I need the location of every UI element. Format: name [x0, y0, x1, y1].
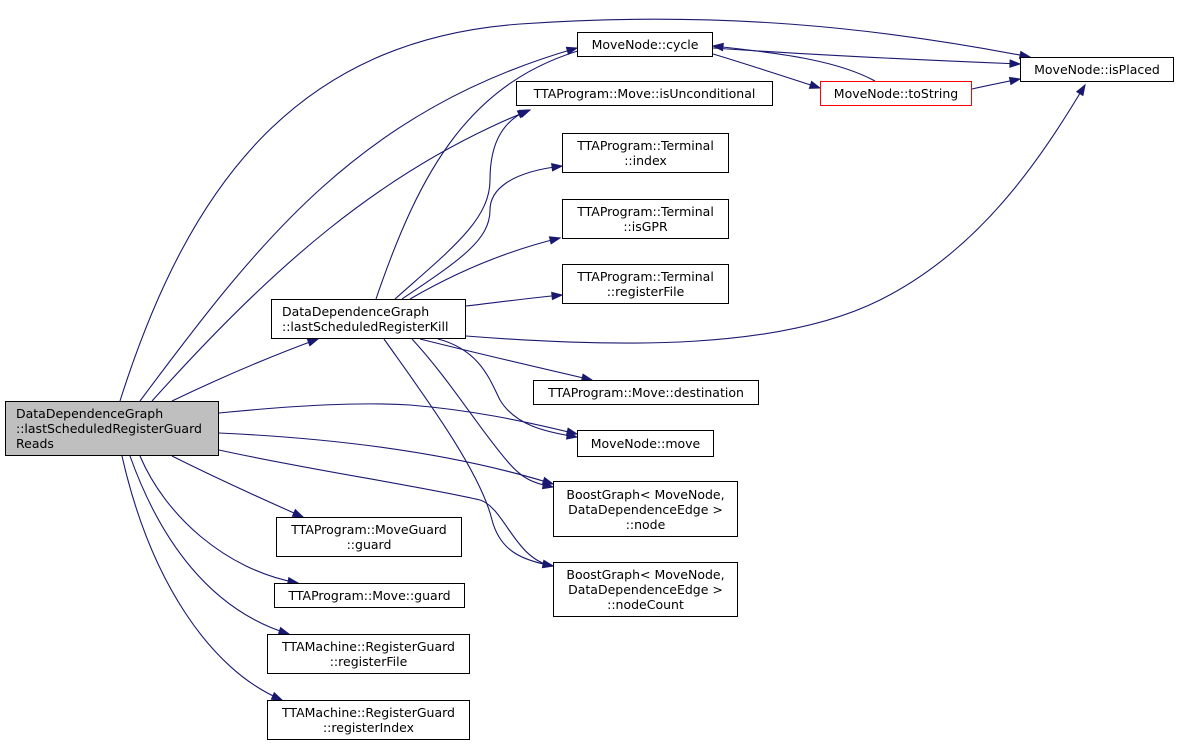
- edge-root-to-bgNode: [218, 432, 554, 485]
- arrowhead-lastKill-to-termIsGPR: [548, 236, 562, 245]
- edge-root-to-bgNodeCount: [218, 449, 554, 567]
- edge-lastKill-to-isPlaced: [465, 84, 1086, 344]
- node-boostgraph-nodecount-line-2: DataDependenceEdge >: [568, 582, 723, 597]
- arrowhead-lastKill-to-isUncond: [516, 109, 530, 119]
- node-registerguard-registerfile-line-1: TTAMachine::RegisterGuard: [282, 639, 455, 654]
- node-registerguard-registerindex[interactable]: TTAMachine::RegisterGuard ::registerInde…: [267, 700, 470, 740]
- edge-root-to-mgGuard: [171, 455, 304, 518]
- edge-lastKill-to-termRF: [465, 294, 563, 307]
- node-boostgraph-nodecount-line-1: BoostGraph< MoveNode,: [566, 567, 725, 582]
- edge-lastKill-to-move: [437, 338, 578, 438]
- node-movenode-tostring-label: MoveNode::toString: [833, 86, 959, 101]
- arrowhead-root-to-mgGuard: [291, 508, 305, 518]
- node-movenode-cycle[interactable]: MoveNode::cycle: [577, 32, 713, 57]
- node-root-line-3: Reads: [16, 436, 54, 451]
- arrowhead-root-to-lastKill: [306, 338, 320, 347]
- node-boostgraph-nodecount-line-3: ::nodeCount: [607, 597, 684, 612]
- node-move-isunconditional[interactable]: TTAProgram::Move::isUnconditional: [516, 81, 773, 106]
- edge-root-to-move: [218, 403, 578, 435]
- edge-lastKill-to-isUncond: [394, 109, 529, 300]
- edge-root-to-moveGuard: [139, 455, 299, 584]
- arrowhead-lastKill-to-bgNode: [541, 480, 555, 490]
- node-registerguard-registerindex-line-1: TTAMachine::RegisterGuard: [282, 705, 455, 720]
- node-registerguard-registerfile-line-2: ::registerFile: [329, 654, 408, 669]
- node-movenode-move[interactable]: MoveNode::move: [577, 430, 714, 457]
- node-terminal-isgpr[interactable]: TTAProgram::Terminal ::isGPR: [562, 199, 729, 239]
- edge-lastKill-to-cycle: [375, 47, 589, 300]
- node-moveguard-guard-line-1: TTAProgram::MoveGuard: [291, 522, 447, 537]
- node-registerguard-registerindex-line-2: ::registerIndex: [322, 720, 415, 735]
- node-move-destination-label: TTAProgram::Move::destination: [548, 385, 744, 400]
- arrowhead-toString-to-isPlaced: [1008, 76, 1022, 86]
- node-movenode-move-label: MoveNode::move: [590, 436, 701, 451]
- node-boostgraph-node-line-2: DataDependenceEdge >: [568, 501, 723, 517]
- node-move-guard[interactable]: TTAProgram::Move::guard: [274, 583, 465, 608]
- node-movenode-isplaced[interactable]: MoveNode::isPlaced: [1020, 57, 1174, 82]
- node-movenode-isplaced-label: MoveNode::isPlaced: [1034, 62, 1160, 77]
- node-terminal-registerfile[interactable]: TTAProgram::Terminal ::registerFile: [562, 264, 729, 304]
- node-root-line-2: ::lastScheduledRegisterGuard: [16, 421, 202, 436]
- node-lastScheduledRegisterKill-line-1: DataDependenceGraph: [282, 304, 430, 319]
- edge-root-to-cycle: [139, 47, 578, 402]
- edge-root-to-isUncond: [151, 109, 531, 402]
- node-terminal-isgpr-line-1: TTAProgram::Terminal: [577, 204, 714, 219]
- arrowhead-lastKill-to-termIndex: [551, 163, 564, 172]
- edge-root-to-rgRF: [129, 455, 290, 635]
- node-root: DataDependenceGraph ::lastScheduledRegis…: [5, 401, 219, 456]
- edge-cycle-to-isPlaced: [712, 47, 1021, 65]
- arrowhead-toString-to-cycle: [711, 42, 724, 52]
- node-registerguard-registerfile[interactable]: TTAMachine::RegisterGuard ::registerFile: [267, 634, 470, 674]
- edge-lastKill-to-destination: [419, 338, 593, 381]
- arrowhead-lastKill-to-termRF: [551, 291, 564, 301]
- arrowhead-lastKill-to-isPlaced: [1075, 83, 1086, 97]
- node-boostgraph-node-line-1: BoostGraph< MoveNode,: [566, 486, 725, 502]
- node-root-line-1: DataDependenceGraph: [16, 406, 164, 421]
- node-terminal-index-line-2: ::index: [624, 153, 667, 168]
- node-move-destination[interactable]: TTAProgram::Move::destination: [533, 380, 759, 405]
- node-terminal-registerfile-line-1: TTAProgram::Terminal: [577, 269, 714, 284]
- edge-lastKill-to-bgNode: [411, 338, 554, 488]
- edge-root-to-isPlaced: [119, 18, 1031, 402]
- edge-lastKill-to-termIndex: [401, 165, 563, 300]
- arrowhead-lastKill-to-move: [565, 431, 579, 440]
- node-lastScheduledRegisterKill-line-2: ::lastScheduledRegisterKill: [282, 319, 449, 334]
- edge-root-to-rgRI: [121, 455, 283, 701]
- arrowhead-cycle-to-isPlaced: [1009, 59, 1022, 68]
- node-movenode-tostring[interactable]: MoveNode::toString: [820, 81, 972, 106]
- node-boostgraph-node-line-3: ::node: [625, 516, 666, 532]
- arrowhead-cycle-to-toString: [808, 80, 822, 89]
- node-terminal-index[interactable]: TTAProgram::Terminal ::index: [562, 133, 729, 173]
- arrowhead-root-to-cycle: [565, 46, 579, 56]
- edge-cycle-to-toString: [712, 53, 821, 89]
- node-terminal-registerfile-line-2: ::registerFile: [606, 284, 685, 299]
- edge-root-to-lastKill: [171, 338, 319, 402]
- node-terminal-isgpr-line-2: ::isGPR: [623, 219, 668, 234]
- node-move-isunconditional-label: TTAProgram::Move::isUnconditional: [533, 86, 756, 101]
- arrowhead-root-to-rgRI: [270, 691, 284, 701]
- node-moveguard-guard[interactable]: TTAProgram::MoveGuard ::guard: [276, 517, 462, 557]
- edge-lastKill-to-termIsGPR: [409, 237, 561, 300]
- edge-toString-to-cycle: [712, 45, 876, 82]
- node-terminal-index-line-1: TTAProgram::Terminal: [577, 138, 714, 153]
- node-boostgraph-nodecount[interactable]: BoostGraph< MoveNode, DataDependenceEdge…: [553, 562, 738, 617]
- edge-lastKill-to-bgNodeCount: [383, 338, 554, 567]
- node-boostgraph-node[interactable]: BoostGraph< MoveNode, DataDependenceEdge…: [553, 481, 738, 537]
- node-lastScheduledRegisterKill[interactable]: DataDependenceGraph ::lastScheduledRegis…: [271, 299, 466, 339]
- node-moveguard-guard-line-2: ::guard: [346, 537, 392, 552]
- node-move-guard-label: TTAProgram::Move::guard: [288, 588, 451, 603]
- node-movenode-cycle-label: MoveNode::cycle: [591, 37, 699, 52]
- arrowhead-lastKill-to-bgNodeCount: [541, 559, 555, 569]
